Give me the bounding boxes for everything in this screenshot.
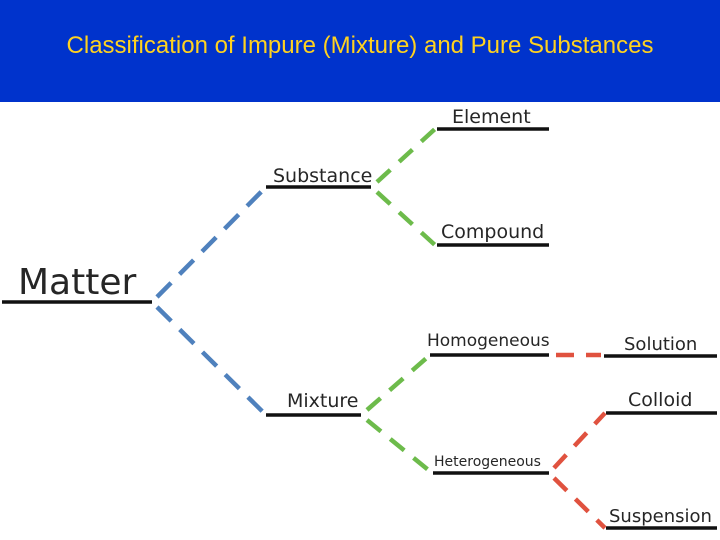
mixture-to-heterogeneous-branch (365, 418, 434, 475)
substance-to-element-branch (375, 127, 437, 184)
matter-to-mixture-branch (155, 305, 268, 417)
blue-branches (155, 185, 268, 417)
node-solution: Solution (624, 334, 697, 355)
green-branches (365, 127, 437, 475)
heterogeneous-to-colloid-branch (552, 411, 607, 470)
title-bar: Classification of Impure (Mixture) and P… (0, 0, 720, 102)
node-mixture: Mixture (287, 390, 359, 412)
mixture-to-homogeneous-branch (365, 353, 432, 412)
slide-title: Classification of Impure (Mixture) and P… (66, 32, 654, 59)
node-colloid: Colloid (628, 389, 692, 411)
node-compound: Compound (441, 221, 544, 243)
node-matter: Matter (18, 262, 137, 303)
red-branches (552, 352, 607, 530)
node-heterogeneous: Heterogeneous (434, 454, 541, 470)
matter-to-substance-branch (155, 185, 268, 299)
heterogeneous-to-suspension-branch (552, 476, 607, 530)
node-suspension: Suspension (609, 506, 712, 527)
node-homogeneous: Homogeneous (427, 331, 550, 351)
node-element: Element (452, 106, 531, 128)
substance-to-compound-branch (375, 190, 437, 247)
node-underlines (2, 127, 717, 530)
node-substance: Substance (273, 165, 372, 187)
